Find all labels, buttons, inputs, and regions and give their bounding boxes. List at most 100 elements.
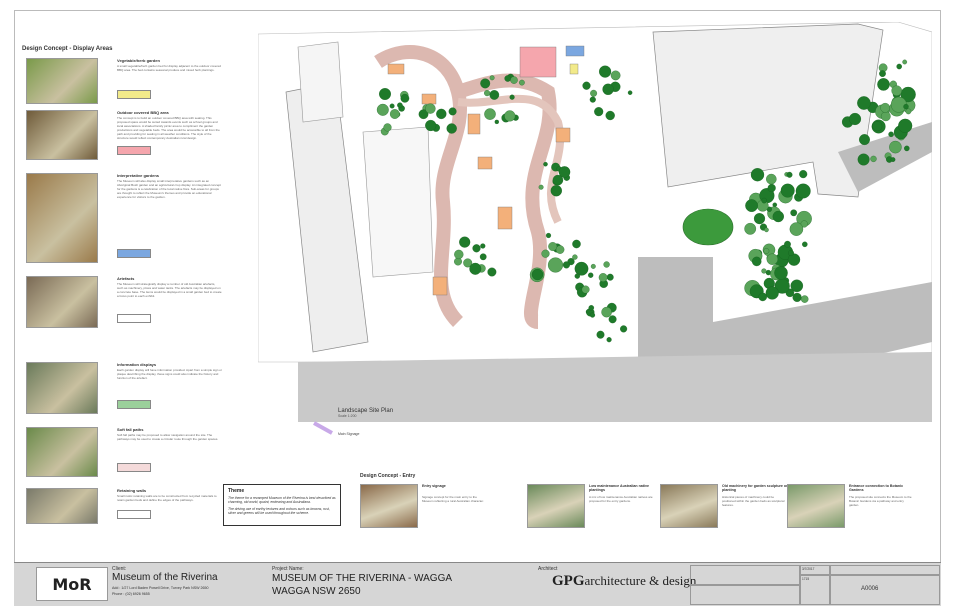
display-area-description: Soft fall paths may be proposed to allow… xyxy=(117,433,219,441)
tree xyxy=(582,81,591,90)
tree xyxy=(484,108,496,120)
display-area-title: Information displays xyxy=(117,362,157,367)
tree xyxy=(379,88,391,100)
tree xyxy=(590,263,596,269)
tree xyxy=(744,222,757,235)
tree xyxy=(605,110,615,121)
tree xyxy=(898,118,913,133)
tree xyxy=(509,94,515,100)
display-area-photo xyxy=(26,362,98,414)
tree xyxy=(472,244,481,253)
tree xyxy=(376,103,389,116)
project-label: Project Name: xyxy=(272,566,304,572)
tree xyxy=(780,183,795,198)
plan-scale: Scale 1:200 xyxy=(338,414,357,418)
tree xyxy=(589,96,596,103)
client-name: Museum of the Riverina xyxy=(112,572,218,583)
architect-logo: GPGarchitecture & design xyxy=(552,573,696,590)
job-number-cell: 1715 xyxy=(800,575,830,605)
tree xyxy=(504,110,516,122)
architect-label: Architect xyxy=(538,566,558,572)
display-area-title: Retaining walls xyxy=(117,488,147,493)
tree xyxy=(872,121,883,132)
entry-concept-title: Design Concept - Entry xyxy=(360,473,416,479)
entry-concept-description: Signage concept for the main entry to th… xyxy=(422,495,484,503)
drawing-info-grid: 3/7/2017 1715 A0006 xyxy=(690,565,940,605)
tree xyxy=(902,59,908,65)
tree xyxy=(558,166,571,178)
tree xyxy=(857,96,871,110)
date-cell: 3/7/2017 xyxy=(800,565,830,575)
project-name: MUSEUM OF THE RIVERINA - WAGGA xyxy=(272,573,453,584)
main-signage-legend-icon xyxy=(313,421,333,435)
tree xyxy=(555,245,565,254)
tree xyxy=(397,102,403,108)
job-number: 1715 xyxy=(802,577,810,581)
tree xyxy=(389,103,395,109)
theme-heading: Theme xyxy=(228,488,245,494)
main-signage-label: Main Signage xyxy=(338,432,360,436)
tree xyxy=(765,269,772,276)
tree xyxy=(596,330,605,339)
tree xyxy=(610,70,621,81)
entry-concept-title: Entry signage xyxy=(422,484,446,488)
tree xyxy=(550,185,562,197)
tree xyxy=(589,312,596,318)
tree xyxy=(767,183,776,193)
tree xyxy=(436,108,447,120)
project-location: WAGGA NSW 2650 xyxy=(272,586,361,597)
tree xyxy=(574,273,580,279)
tree xyxy=(891,85,902,96)
tree xyxy=(766,253,778,265)
tree xyxy=(484,90,491,97)
tree xyxy=(574,261,589,276)
tree xyxy=(792,292,802,302)
tree xyxy=(400,93,410,103)
existing-shed-2 xyxy=(362,126,434,278)
interpretative-garden xyxy=(565,45,585,57)
tree xyxy=(790,209,798,217)
tree xyxy=(880,111,891,122)
tree xyxy=(788,250,794,256)
lawn-feature xyxy=(682,208,734,246)
tree xyxy=(383,123,392,132)
tree xyxy=(620,325,628,333)
display-area-photo xyxy=(26,427,98,477)
tree xyxy=(772,202,778,208)
garden-bed xyxy=(477,156,493,170)
client-address: Add : 1/27 Lord Baden Powell Drive, Turv… xyxy=(112,586,209,590)
tree xyxy=(880,102,891,113)
tree xyxy=(848,112,862,126)
plan-title: Landscape Site Plan xyxy=(338,408,394,414)
entry-concept-description: The proposed site connects the Museum to… xyxy=(849,495,912,507)
tree xyxy=(552,174,564,186)
drawing-title-cell xyxy=(830,565,940,575)
tree xyxy=(745,199,758,212)
tree xyxy=(469,262,482,275)
tree xyxy=(750,168,765,182)
tree xyxy=(594,107,604,117)
architect-name: architecture & design xyxy=(584,573,697,588)
tree xyxy=(489,75,495,81)
tree xyxy=(531,268,544,281)
display-area-title: Soft fall paths xyxy=(117,427,144,432)
existing-museum-building xyxy=(652,23,884,198)
tree xyxy=(538,184,544,190)
tree xyxy=(588,305,595,311)
tree xyxy=(510,76,518,84)
tree xyxy=(562,261,570,269)
garden-bed xyxy=(467,113,481,135)
display-area-description: A small vegetable/herb garden bed for di… xyxy=(117,64,221,72)
drawing-number-cell: A0006 xyxy=(830,575,940,605)
architect-initials: GPG xyxy=(552,573,585,589)
garden-bed xyxy=(497,206,513,230)
tree xyxy=(459,236,471,248)
tree xyxy=(463,258,473,268)
bbq-area xyxy=(519,46,557,78)
tree xyxy=(606,337,612,343)
tree xyxy=(888,131,894,138)
display-area-description: The concept is to build an outdoor cover… xyxy=(117,116,220,140)
display-area-title: Outdoor covered BBQ area xyxy=(117,110,169,115)
tree xyxy=(588,272,594,278)
tree xyxy=(603,261,610,268)
